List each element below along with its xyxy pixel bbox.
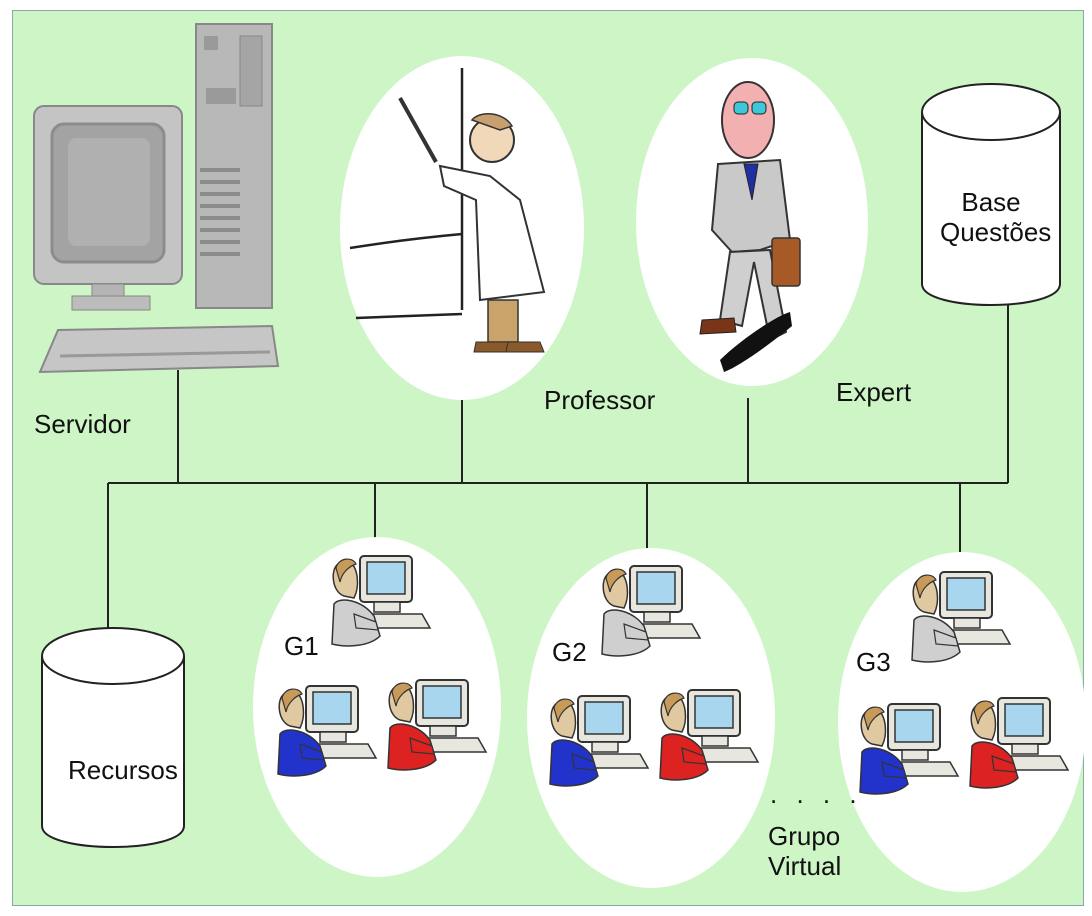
group-g1-circle <box>253 537 501 877</box>
base-label-line2: Questões <box>940 216 1052 247</box>
base-questoes-database-icon <box>921 83 1061 306</box>
g2-label: G2 <box>552 637 587 667</box>
recursos-database-icon <box>41 627 185 848</box>
network-lines <box>107 298 1009 640</box>
grupo-virtual-label: Grupo Virtual <box>768 821 842 882</box>
server-computer-icon <box>33 23 280 374</box>
expert-icon <box>636 58 868 386</box>
recursos-label: Recursos <box>68 755 178 785</box>
g1-label: G1 <box>284 631 319 661</box>
grupo-label-line2: Virtual <box>768 850 842 881</box>
group-g3-circle <box>838 552 1086 892</box>
group-g2-circle <box>527 548 775 888</box>
base-questoes-label: Base Questões <box>940 187 1052 248</box>
ellipsis-dots: . . . . <box>770 779 863 809</box>
professor-icon <box>340 56 584 400</box>
base-label-line1: Base <box>961 187 1021 217</box>
servidor-label: Servidor <box>34 409 131 439</box>
expert-label: Expert <box>836 377 912 407</box>
g3-label: G3 <box>856 647 891 677</box>
grupo-label-line1: Grupo <box>768 821 841 851</box>
professor-label: Professor <box>544 385 656 415</box>
